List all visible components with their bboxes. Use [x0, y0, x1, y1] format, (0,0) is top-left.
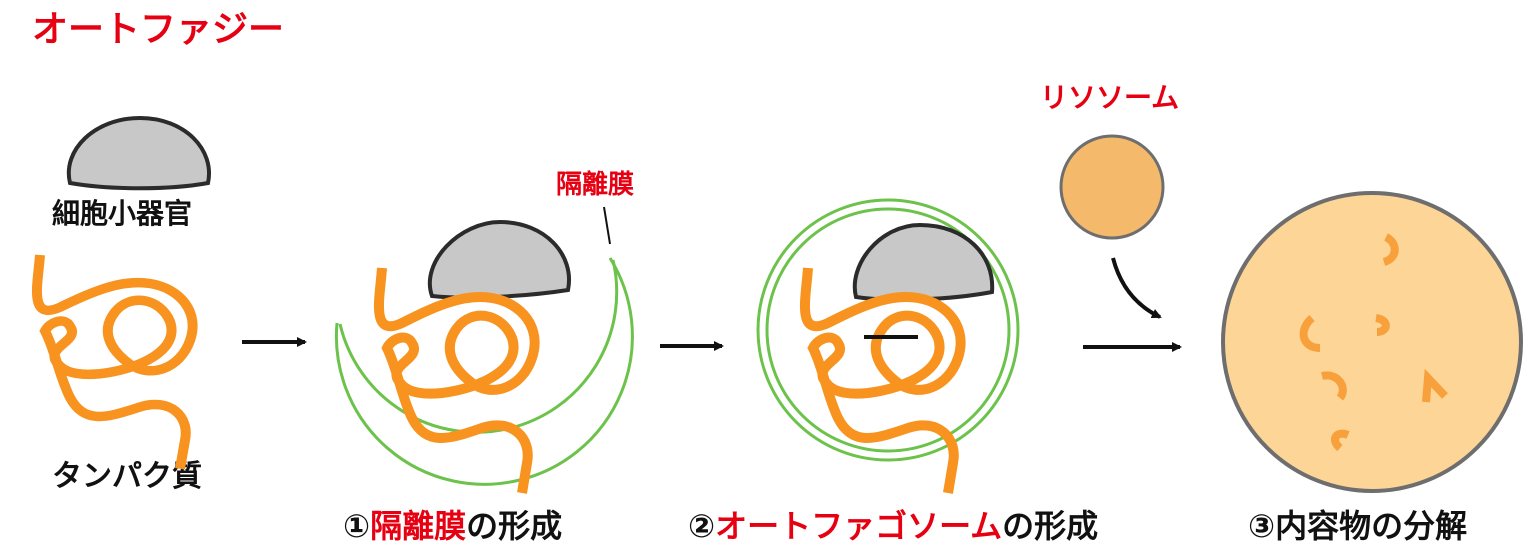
step-3-caption: ③内容物の分解 — [1248, 510, 1467, 542]
step-1-highlight: 隔離膜 — [370, 507, 467, 545]
step-2-rest: の形成 — [1002, 507, 1099, 545]
lysosome-icon — [1059, 134, 1165, 240]
step-3-number: ③ — [1248, 507, 1276, 545]
degraded-fragment-icon — [1299, 233, 1448, 452]
step-2-highlight: オートファゴソーム — [715, 507, 1003, 545]
step-3-rest: 内容物の分解 — [1275, 507, 1468, 545]
organelle-label: 細胞小器官 — [52, 197, 193, 230]
isolation-membrane-label: 隔離膜 — [556, 170, 635, 200]
step-1-rest: の形成 — [466, 507, 563, 545]
protein-icon — [37, 255, 193, 469]
step-1-number: ① — [343, 507, 371, 545]
autolysosome-icon — [1221, 191, 1523, 493]
curved-arrow-icon — [1111, 257, 1162, 319]
step-2-number: ② — [688, 507, 716, 545]
autophagosome-icon — [756, 198, 1020, 462]
step-1-caption: ①隔離膜の形成 — [343, 510, 562, 542]
step-2-caption: ②オートファゴソームの形成 — [688, 510, 1098, 542]
diagram-title: オートファジー — [32, 9, 285, 50]
lysosome-label: リソソーム — [1040, 81, 1180, 114]
leader-line — [603, 206, 611, 245]
organelle-icon — [66, 115, 211, 191]
organelle-icon — [428, 219, 571, 300]
organelle-icon — [852, 222, 995, 302]
